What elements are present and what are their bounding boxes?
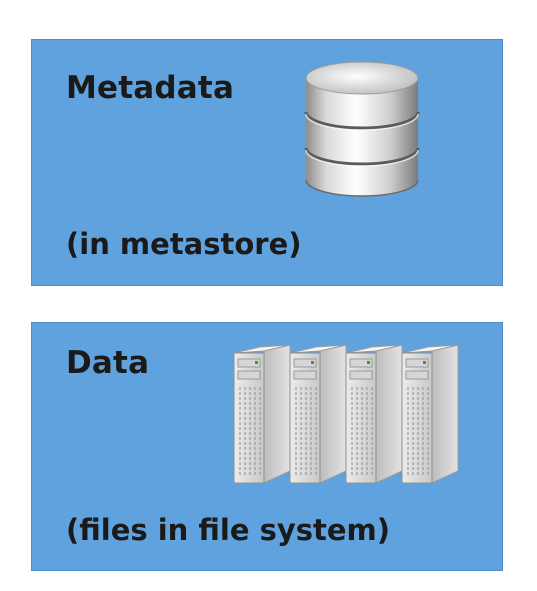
metadata-panel: Metadata (in metastore) bbox=[31, 39, 503, 286]
data-title: Data bbox=[66, 345, 150, 381]
data-caption: (files in file system) bbox=[66, 513, 391, 547]
data-panel: Data bbox=[31, 322, 503, 571]
metadata-title: Metadata bbox=[66, 70, 235, 106]
server-rack-icon bbox=[233, 344, 459, 484]
metadata-caption: (in metastore) bbox=[66, 227, 302, 261]
database-icon bbox=[304, 61, 420, 197]
